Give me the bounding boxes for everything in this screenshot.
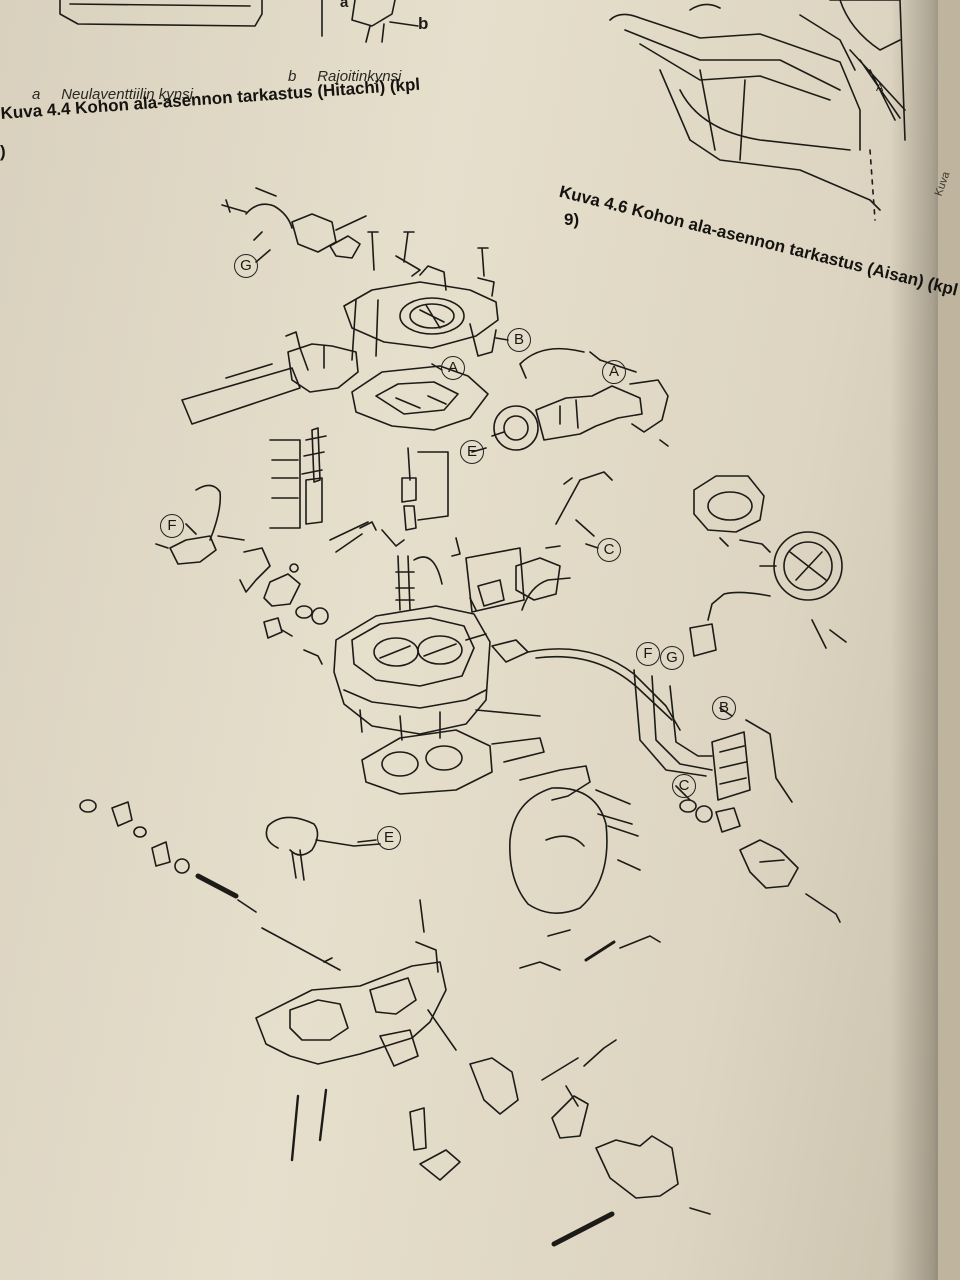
- callout-f-right: F: [636, 642, 660, 666]
- right-figure-label-a: A: [876, 82, 884, 94]
- adjacent-page-edge: [938, 0, 960, 1280]
- callout-f-left: F: [160, 514, 184, 538]
- label-a-text: Neulaventtiilin kynsi: [61, 86, 193, 103]
- callout-g-top: G: [234, 254, 258, 278]
- figure-4-6-caption-continuation: 9): [564, 210, 580, 229]
- top-figure-label-b: b: [418, 14, 429, 33]
- callout-b-right: B: [712, 696, 736, 720]
- label-b-key: b: [288, 68, 297, 85]
- callout-e-lower: E: [377, 826, 401, 850]
- label-b-text: Rajoitinkynsi: [317, 68, 402, 85]
- callout-b-top: B: [507, 328, 531, 352]
- callout-e-upper: E: [460, 440, 484, 464]
- callout-a-right: A: [602, 360, 626, 384]
- label-a-key: a: [32, 86, 41, 103]
- figure-4-4-caption-continuation: ): [0, 142, 6, 161]
- callout-a-left: A: [441, 356, 465, 380]
- top-figure-label-a: a: [340, 0, 349, 11]
- callout-c-upper: C: [597, 538, 621, 562]
- callout-g-right: G: [660, 646, 684, 670]
- callout-c-lower: C: [672, 774, 696, 798]
